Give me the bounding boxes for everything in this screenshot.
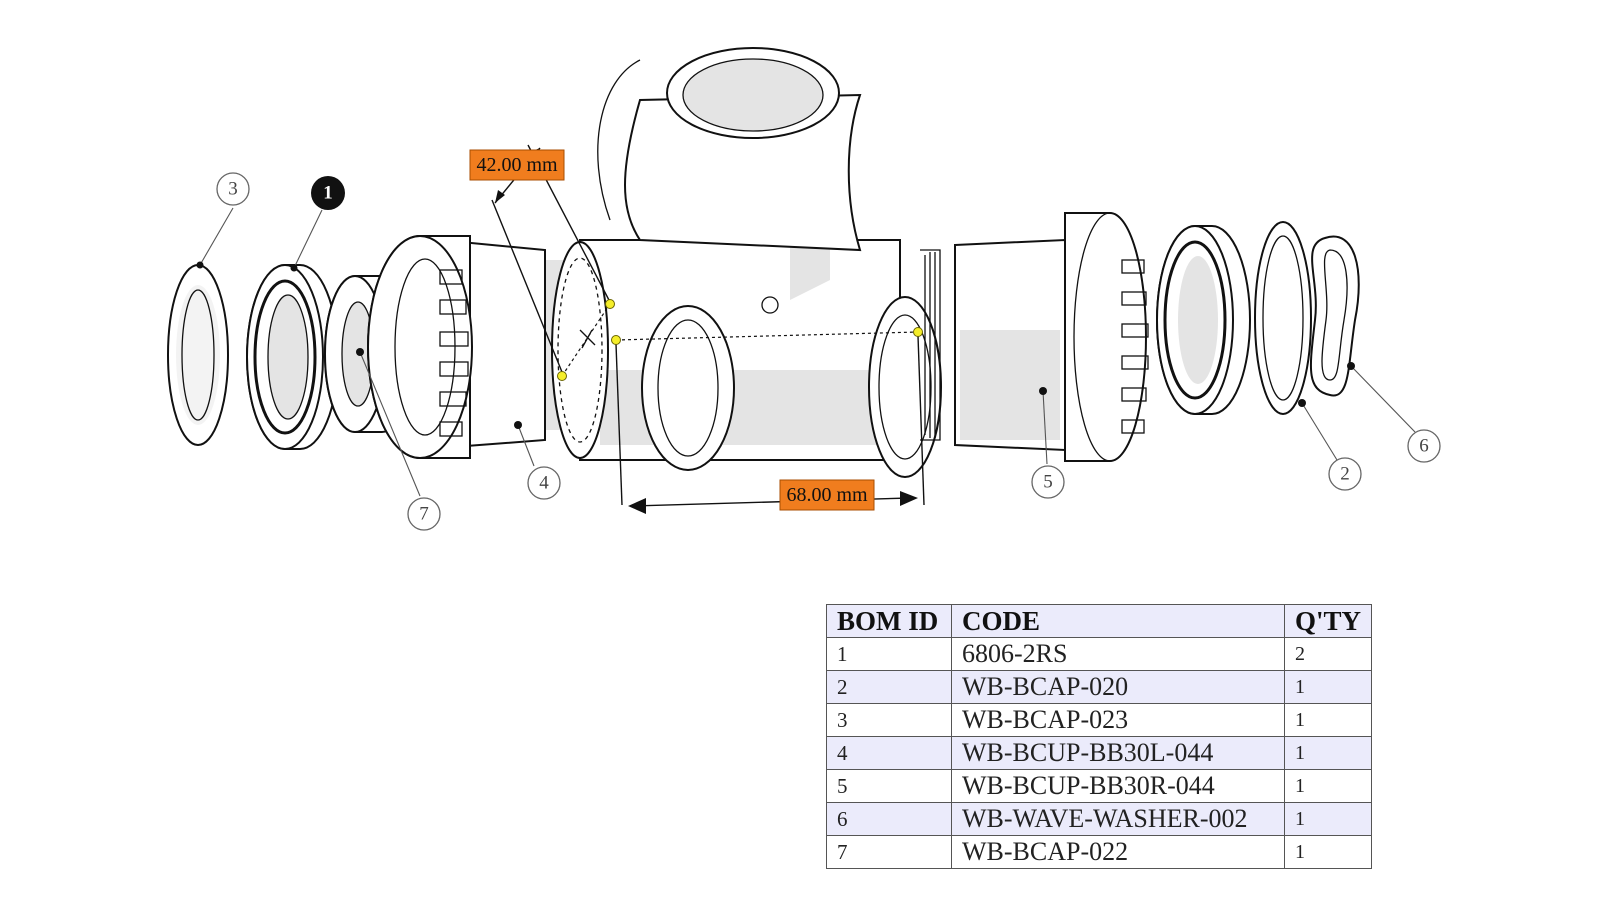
- callout-7[interactable]: 7: [356, 348, 441, 531]
- svg-text:6: 6: [1419, 436, 1429, 457]
- bom-cell-id: 3: [826, 703, 952, 737]
- bom-cell-code: WB-WAVE-WASHER-002: [951, 802, 1285, 836]
- bom-header-code: CODE: [951, 604, 1285, 638]
- bom-cell-id: 1: [826, 637, 952, 671]
- bom-row[interactable]: 5 WB-BCUP-BB30R-044 1: [826, 769, 1373, 803]
- bom-cell-qty: 2: [1283, 637, 1373, 671]
- bom-cell-code: WB-BCUP-BB30R-044: [951, 769, 1285, 803]
- bom-cell-qty: 1: [1283, 835, 1373, 869]
- part-5-right-cup[interactable]: [954, 212, 1149, 462]
- bom-header-row: BOM ID CODE Q'TY: [826, 604, 1373, 638]
- bom-row[interactable]: 3 WB-BCAP-023 1: [826, 703, 1373, 737]
- bom-cell-qty: 1: [1283, 802, 1373, 836]
- pick-point: [605, 299, 615, 309]
- svg-text:1: 1: [323, 183, 333, 204]
- bom-cell-id: 2: [826, 670, 952, 704]
- callout-6[interactable]: 6: [1347, 362, 1441, 463]
- bom-cell-qty: 1: [1283, 703, 1373, 737]
- pick-point: [557, 371, 567, 381]
- dimension-label-angled: 42.00 mm: [476, 154, 558, 176]
- bom-row[interactable]: 2 WB-BCAP-020 1: [826, 670, 1373, 704]
- bom-cell-code: 6806-2RS: [951, 637, 1285, 671]
- dimension-horizontal[interactable]: 68.00 mm: [611, 327, 925, 515]
- part-3-cap-ring[interactable]: [167, 264, 229, 446]
- bom-header-id: BOM ID: [826, 604, 952, 638]
- pick-point: [611, 335, 621, 345]
- bom-cell-id: 7: [826, 835, 952, 869]
- bom-table: BOM ID CODE Q'TY 1 6806-2RS 2 2 WB-BCAP-…: [826, 604, 1373, 869]
- part-6-wave-washer[interactable]: [1309, 235, 1360, 397]
- svg-text:3: 3: [228, 179, 238, 200]
- part-1-bearing[interactable]: [246, 264, 339, 450]
- bom-row[interactable]: 7 WB-BCAP-022 1: [826, 835, 1373, 869]
- svg-text:4: 4: [539, 473, 549, 494]
- callout-3[interactable]: 3: [196, 172, 250, 269]
- callout-1[interactable]: 1: [290, 176, 346, 272]
- dimension-angled[interactable]: 42.00 mm: [469, 144, 615, 381]
- svg-text:5: 5: [1043, 472, 1053, 493]
- bom-row[interactable]: 4 WB-BCUP-BB30L-044 1: [826, 736, 1373, 770]
- dimension-label-box: [779, 479, 875, 511]
- svg-text:7: 7: [419, 504, 429, 525]
- bom-cell-code: WB-BCAP-022: [951, 835, 1285, 869]
- bom-cell-code: WB-BCAP-023: [951, 703, 1285, 737]
- bottom-bracket-shell: [551, 47, 942, 478]
- pick-point: [913, 327, 923, 337]
- bom-cell-code: WB-BCAP-020: [951, 670, 1285, 704]
- bom-cell-id: 6: [826, 802, 952, 836]
- bom-row[interactable]: 6 WB-WAVE-WASHER-002 1: [826, 802, 1373, 836]
- part-4-left-cup[interactable]: [367, 235, 610, 459]
- bom-header-qty: Q'TY: [1283, 604, 1373, 638]
- bom-cell-qty: 1: [1283, 736, 1373, 770]
- bom-cell-id: 5: [826, 769, 952, 803]
- dimension-label-horizontal: 68.00 mm: [786, 484, 868, 506]
- callout-4[interactable]: 4: [514, 421, 561, 500]
- bom-cell-code: WB-BCUP-BB30L-044: [951, 736, 1285, 770]
- bom-cell-qty: 1: [1283, 769, 1373, 803]
- callout-2[interactable]: 2: [1298, 399, 1362, 491]
- bom-cell-id: 4: [826, 736, 952, 770]
- right-bearing[interactable]: [1156, 225, 1251, 415]
- callout-5[interactable]: 5: [1031, 387, 1065, 499]
- exploded-assembly-drawing: 42.00 mm 68.00 mm 3 1 7 4: [167, 47, 1441, 531]
- svg-text:2: 2: [1340, 464, 1350, 485]
- part-2-cap-ring[interactable]: [1254, 221, 1312, 415]
- bom-cell-qty: 1: [1283, 670, 1373, 704]
- bom-row[interactable]: 1 6806-2RS 2: [826, 637, 1373, 671]
- dimension-label-box: [469, 149, 565, 181]
